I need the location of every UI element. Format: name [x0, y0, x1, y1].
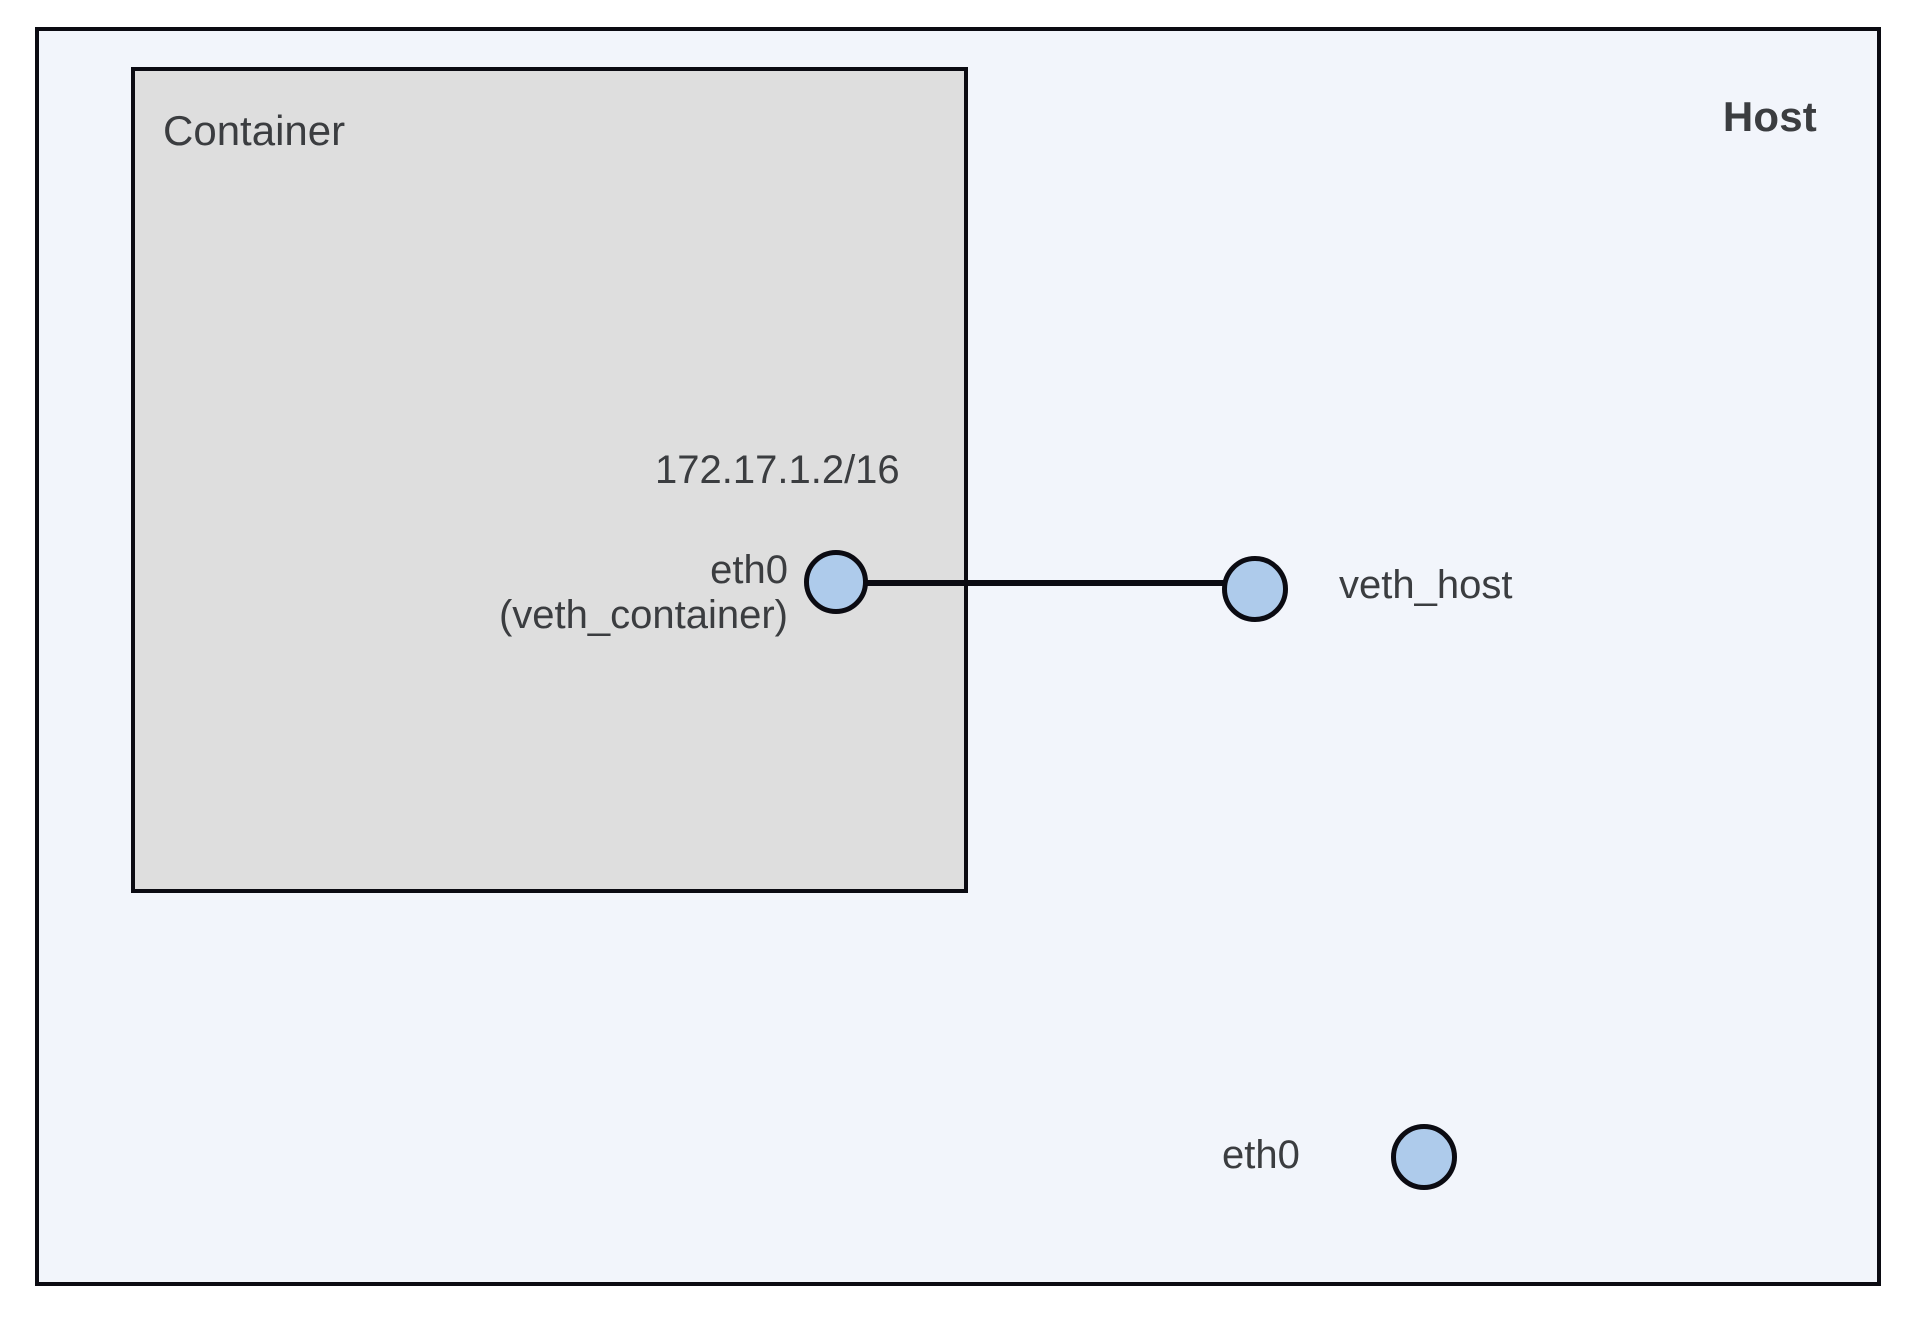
- veth-host-label: veth_host: [1339, 563, 1513, 607]
- veth-pair-link: [860, 580, 1260, 586]
- container-label: Container: [163, 107, 346, 154]
- host-eth0-node-icon: [1391, 1124, 1457, 1190]
- container-ip-label: 172.17.1.2/16: [655, 448, 900, 492]
- veth-container-label-line1: eth0: [710, 548, 788, 592]
- veth-host-node-icon: [1222, 556, 1288, 622]
- veth-container-node-icon: [804, 550, 868, 614]
- veth-container-label-line2: (veth_container): [498, 592, 788, 637]
- host-label: Host: [1722, 93, 1817, 140]
- veth-container-label: eth0 (veth_container): [368, 548, 788, 638]
- container-boundary-box: [131, 67, 968, 893]
- host-eth0-label: eth0: [1222, 1133, 1300, 1177]
